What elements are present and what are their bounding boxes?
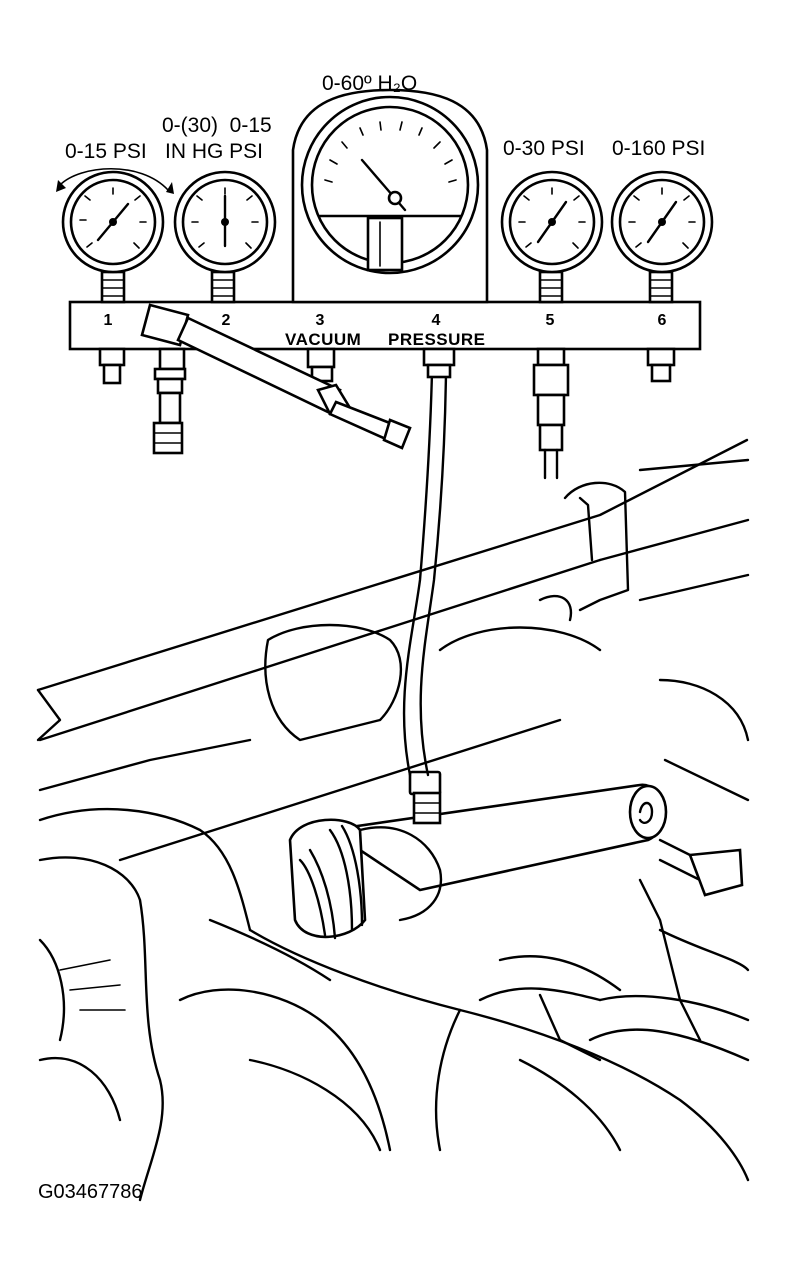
port-number-4: 4 — [432, 312, 441, 329]
gauge-5 — [500, 170, 604, 304]
adapter-tube — [140, 303, 412, 450]
port-number-2: 2 — [222, 312, 231, 329]
fitting-port-4 — [422, 347, 456, 379]
port-number-5: 5 — [546, 312, 555, 329]
fitting-port-1 — [98, 347, 126, 385]
gauge-2 — [173, 170, 277, 304]
vacuum-label: VACUUM — [285, 330, 361, 349]
engine-line-art — [36, 438, 750, 1202]
gauge-2-range-label-top: 0-(30) 0-15 — [162, 114, 272, 137]
gauge-3 — [291, 88, 489, 304]
pressure-label: PRESSURE — [388, 330, 486, 349]
hose-to-engine — [288, 770, 744, 940]
port-number-3: 3 — [316, 312, 325, 329]
fitting-port-6 — [646, 347, 676, 383]
fitting-port-5 — [532, 347, 570, 480]
gauge-6-range-label: 0-160 PSI — [612, 137, 705, 160]
gauge-3-range-label: 0-60º H₂O — [322, 72, 417, 95]
fitting-port-2 — [152, 347, 187, 455]
gauge-1-range-label: 0-15 PSI — [65, 140, 147, 163]
pressure-hose — [402, 370, 448, 777]
gauge-1 — [56, 167, 174, 304]
gauge-2-range-label-bottom: IN HG PSI — [165, 140, 263, 163]
port-number-1: 1 — [104, 312, 113, 329]
gauge-5-range-label: 0-30 PSI — [503, 137, 585, 160]
figure-id: G03467786 — [38, 1181, 143, 1203]
bottom-fittings — [98, 347, 676, 480]
port-number-6: 6 — [658, 312, 667, 329]
gauge-6 — [610, 170, 714, 304]
